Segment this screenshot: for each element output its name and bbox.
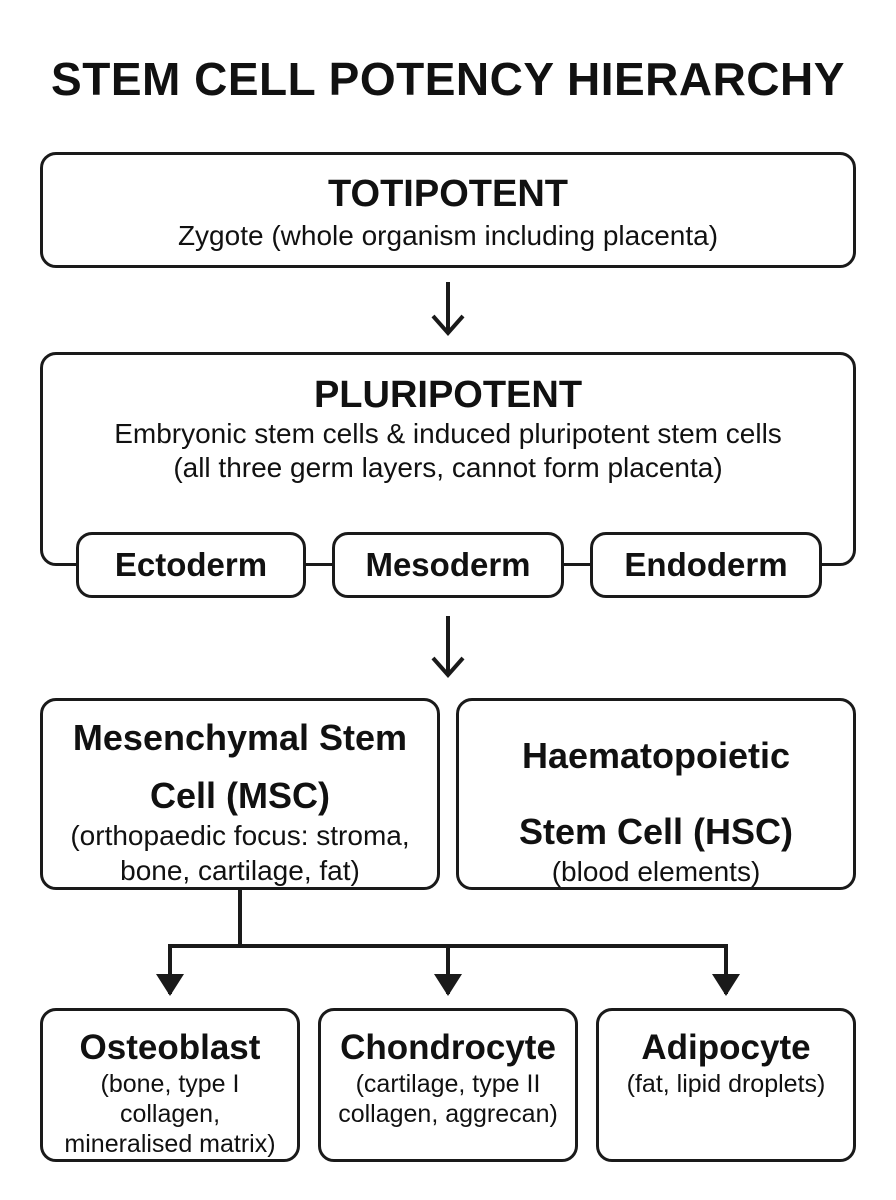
endoderm-label: Endoderm: [624, 546, 788, 583]
msc-title-line1: Mesenchymal Stem: [72, 717, 408, 758]
hsc-title-line1: Haematopoietic: [521, 735, 791, 776]
chondrocyte-title: Chondrocyte: [340, 1028, 556, 1067]
hsc-box: Haematopoietic Stem Cell (HSC) (blood el…: [456, 698, 856, 890]
ectoderm-label: Ectoderm: [114, 546, 268, 583]
germ-layer-endoderm: Endoderm: [590, 532, 822, 598]
osteoblast-description-line3: mineralised matrix): [64, 1130, 276, 1158]
totipotent-box: TOTIPOTENT Zygote (whole organism includ…: [40, 152, 856, 268]
msc-differentiation-branch: [156, 890, 740, 996]
pluripotent-description-line1: Embryonic stem cells & induced pluripote…: [114, 418, 782, 449]
germ-layer-ectoderm: Ectoderm: [76, 532, 306, 598]
chondrocyte-description-line1: (cartilage, type II: [355, 1070, 541, 1098]
msc-description-line2: bone, cartilage, fat): [120, 855, 360, 886]
chondrocyte-description-line2: collagen, aggrecan): [338, 1100, 558, 1128]
pluripotent-box: PLURIPOTENT Embryonic stem cells & induc…: [40, 352, 856, 566]
adipocyte-title: Adipocyte: [641, 1028, 811, 1067]
osteoblast-title: Osteoblast: [79, 1028, 261, 1067]
osteoblast-description-line2: collagen,: [119, 1100, 221, 1128]
arrow-pluri-to-stem: [431, 616, 465, 679]
pluripotent-description-line2: (all three germ layers, cannot form plac…: [173, 452, 723, 483]
chondrocyte-box: Chondrocyte (cartilage, type II collagen…: [318, 1008, 578, 1162]
msc-description-line1: (orthopaedic focus: stroma,: [70, 820, 410, 851]
totipotent-description: Zygote (whole organism including placent…: [177, 220, 719, 251]
osteoblast-box: Osteoblast (bone, type I collagen, miner…: [40, 1008, 300, 1162]
arrow-toti-to-pluri: [431, 282, 465, 337]
msc-box: Mesenchymal Stem Cell (MSC) (orthopaedic…: [40, 698, 440, 890]
hsc-title-line2: Stem Cell (HSC): [518, 811, 794, 852]
adipocyte-description-line1: (fat, lipid droplets): [626, 1070, 826, 1098]
pluripotent-title: PLURIPOTENT: [313, 374, 583, 416]
totipotent-title: TOTIPOTENT: [328, 173, 568, 215]
hsc-description: (blood elements): [551, 856, 761, 887]
diagram-title: STEM CELL POTENCY HIERARCHY: [51, 53, 845, 105]
mesoderm-label: Mesoderm: [365, 546, 531, 583]
adipocyte-box: Adipocyte (fat, lipid droplets): [596, 1008, 856, 1162]
msc-title-line2: Cell (MSC): [150, 775, 330, 816]
osteoblast-description-line1: (bone, type I: [100, 1070, 240, 1098]
germ-layer-mesoderm: Mesoderm: [332, 532, 564, 598]
